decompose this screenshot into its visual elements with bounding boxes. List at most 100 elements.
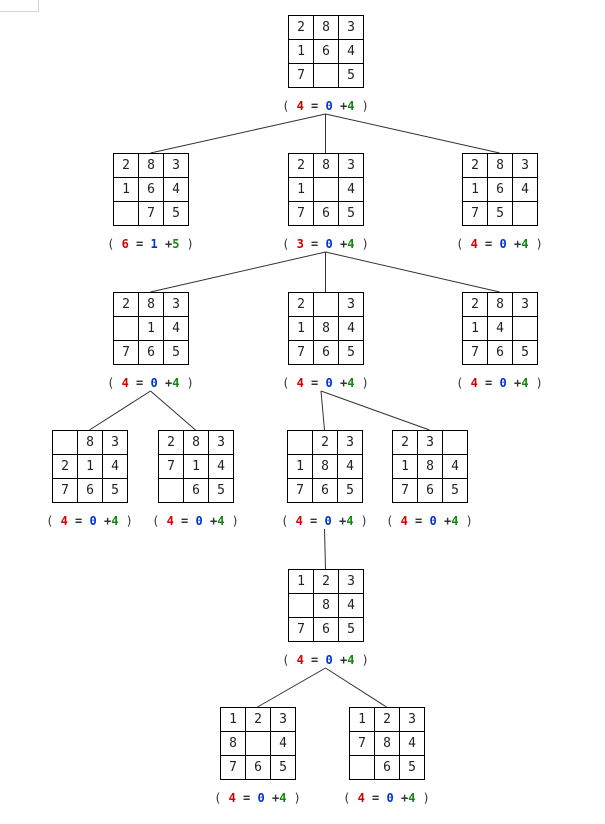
tree-edge-n5-n9 [320, 390, 325, 431]
evaluation-label: ( 4 = 0 +4 ) [440, 237, 560, 251]
puzzle-tile: 1 [349, 707, 375, 732]
puzzle-tile: 3 [512, 292, 538, 317]
h-value: 4 [217, 514, 225, 528]
label-plus: + [164, 376, 173, 390]
tree-edge-n4-n8 [150, 390, 196, 431]
tree-edge-n0-n1 [150, 113, 326, 154]
h-value: 4 [347, 237, 355, 251]
evaluation-label: ( 4 = 0 +4 ) [440, 376, 560, 390]
puzzle-tile: 1 [183, 454, 209, 479]
puzzle-tile: 7 [462, 340, 488, 365]
label-close-paren: ) [293, 791, 301, 805]
f-value: 4 [470, 237, 478, 251]
label-equals: = [136, 237, 144, 251]
puzzle-tile: 5 [399, 755, 425, 780]
label-plus: + [339, 376, 348, 390]
blank-tile [245, 731, 271, 756]
label-close-paren: ) [535, 237, 543, 251]
evaluation-label: ( 4 = 0 +4 ) [265, 514, 385, 528]
puzzle-tile: 2 [113, 292, 139, 317]
puzzle-tile: 7 [288, 63, 314, 88]
tree-edge-n5-n10 [320, 390, 430, 431]
blank-tile [113, 201, 139, 226]
puzzle-tile: 5 [338, 201, 364, 226]
puzzle-tile: 4 [102, 454, 128, 479]
puzzle-tile: 8 [312, 454, 338, 479]
page-corner-mark [0, 0, 39, 12]
puzzle-tile: 3 [338, 15, 364, 40]
label-equals: = [310, 514, 318, 528]
label-close-paren: ) [360, 514, 368, 528]
evaluation-label: ( 4 = 0 +4 ) [198, 791, 318, 805]
puzzle-tile: 2 [113, 153, 139, 178]
puzzle-tile: 7 [287, 478, 313, 503]
g-value: 0 [257, 791, 265, 805]
label-open-paren: ( [46, 514, 54, 528]
label-open-paren: ( [343, 791, 351, 805]
g-value: 0 [195, 514, 203, 528]
puzzle-tile: 6 [313, 201, 339, 226]
puzzle-tile: 2 [374, 707, 400, 732]
label-close-paren: ) [361, 376, 369, 390]
puzzle-tile: 2 [52, 454, 78, 479]
puzzle-tile: 1 [287, 454, 313, 479]
puzzle-tile: 2 [462, 292, 488, 317]
puzzle-tile: 7 [392, 478, 418, 503]
label-equals: = [311, 376, 319, 390]
puzzle-tile: 3 [102, 430, 128, 455]
label-equals: = [415, 514, 423, 528]
puzzle-tile: 3 [338, 292, 364, 317]
label-equals: = [485, 376, 493, 390]
g-value: 0 [325, 653, 333, 667]
f-value: 4 [60, 514, 68, 528]
f-value: 4 [470, 376, 478, 390]
label-open-paren: ( [152, 514, 160, 528]
f-value: 6 [121, 237, 129, 251]
puzzle-tile: 4 [338, 593, 364, 618]
puzzle-tile: 1 [77, 454, 103, 479]
puzzle-tile: 5 [487, 201, 513, 226]
label-close-paren: ) [186, 376, 194, 390]
evaluation-label: ( 4 = 0 +4 ) [91, 376, 211, 390]
puzzle-tile: 6 [313, 340, 339, 365]
puzzle-tile: 7 [52, 478, 78, 503]
tree-edge-n0-n3 [325, 113, 500, 154]
puzzle-tile: 6 [487, 177, 513, 202]
f-value: 3 [296, 237, 304, 251]
blank-tile [52, 430, 78, 455]
puzzle-tile: 4 [512, 177, 538, 202]
tree-edge-n11-n13 [325, 667, 387, 708]
puzzle-tile: 2 [312, 430, 338, 455]
puzzle-tile: 8 [374, 731, 400, 756]
puzzle-tile: 8 [183, 430, 209, 455]
puzzle-tile: 1 [220, 707, 246, 732]
h-value: 4 [111, 514, 119, 528]
puzzle-tile: 3 [512, 153, 538, 178]
puzzle-tile: 7 [349, 731, 375, 756]
puzzle-tile: 8 [138, 153, 164, 178]
evaluation-label: ( 3 = 0 +4 ) [266, 237, 386, 251]
blank-tile [313, 177, 339, 202]
blank-tile [349, 755, 375, 780]
label-open-paren: ( [214, 791, 222, 805]
f-value: 4 [228, 791, 236, 805]
puzzle-tile: 2 [462, 153, 488, 178]
evaluation-label: ( 4 = 0 +4 ) [266, 99, 386, 113]
blank-tile [113, 316, 139, 341]
f-value: 4 [400, 514, 408, 528]
g-value: 0 [150, 376, 158, 390]
puzzle-tile: 6 [77, 478, 103, 503]
puzzle-tile: 7 [220, 755, 246, 780]
puzzle-tile: 8 [487, 153, 513, 178]
label-open-paren: ( [282, 237, 290, 251]
puzzle-tile: 4 [338, 177, 364, 202]
puzzle-tile: 2 [288, 292, 314, 317]
puzzle-tile: 7 [158, 454, 184, 479]
label-close-paren: ) [535, 376, 543, 390]
label-plus: + [103, 514, 112, 528]
evaluation-label: ( 4 = 0 +4 ) [327, 791, 447, 805]
